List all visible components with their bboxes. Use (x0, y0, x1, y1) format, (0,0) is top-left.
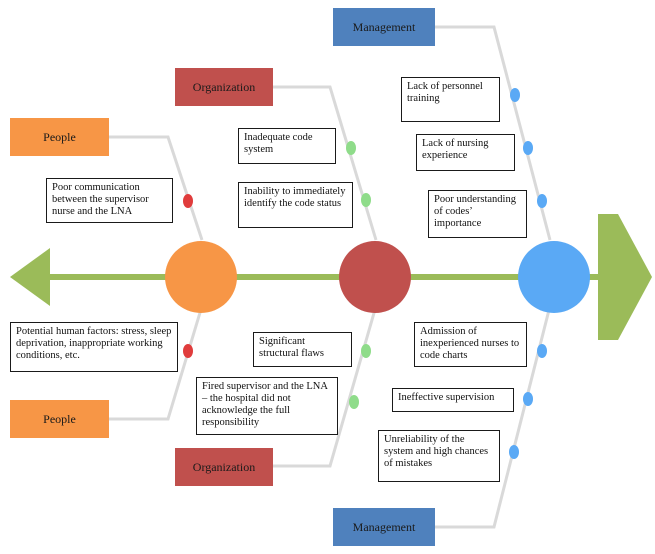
cause-dot (361, 344, 371, 358)
cause-unreliability: Unreliability of the system and high cha… (378, 430, 500, 482)
fish-head (598, 214, 652, 340)
cause-admission-inexperienced: Admission of inexperienced nurses to cod… (414, 322, 527, 367)
cause-dot (361, 193, 371, 207)
cause-inability-identify-code: Inability to immediately identify the co… (238, 182, 353, 228)
category-management-top: Management (333, 8, 435, 46)
category-people-top: People (10, 118, 109, 156)
cause-inadequate-code-system: Inadequate code system (238, 128, 336, 164)
bone-org-top (272, 85, 378, 241)
cause-ineffective-supervision: Ineffective supervision (392, 388, 514, 412)
cause-lack-of-training: Lack of personnel training (401, 77, 500, 122)
cause-fired-supervisor: Fired supervisor and the LNA – the hospi… (196, 377, 338, 435)
cause-dot (510, 88, 520, 102)
cause-structural-flaws: Significant structural flaws (253, 332, 352, 367)
bone-mgmt-bottom (434, 305, 552, 529)
cause-poor-understanding: Poor understanding of codes’ importance (428, 190, 527, 238)
category-people-bottom: People (10, 400, 109, 438)
spine (44, 274, 600, 280)
bone-org-bottom (272, 305, 378, 468)
cause-dot (346, 141, 356, 155)
organization-node (339, 241, 411, 313)
tail-arrow (10, 248, 50, 306)
category-organization-bottom: Organization (175, 448, 273, 486)
people-node (165, 241, 237, 313)
management-node (518, 241, 590, 313)
bone-mgmt-top (434, 25, 552, 241)
cause-dot (537, 344, 547, 358)
category-management-bottom: Management (333, 508, 435, 546)
cause-dot (509, 445, 519, 459)
cause-dot (537, 194, 547, 208)
bone-people-bottom (108, 305, 204, 421)
cause-human-factors: Potential human factors: stress, sleep d… (10, 322, 178, 372)
cause-poor-communication: Poor communication between the superviso… (46, 178, 173, 223)
cause-dot (349, 395, 359, 409)
cause-lack-of-experience: Lack of nursing experience (416, 134, 515, 171)
cause-dot (523, 392, 533, 406)
cause-dot (523, 141, 533, 155)
cause-dot (183, 344, 193, 358)
bone-lines (108, 25, 552, 529)
category-organization-top: Organization (175, 68, 273, 106)
cause-dot (183, 194, 193, 208)
